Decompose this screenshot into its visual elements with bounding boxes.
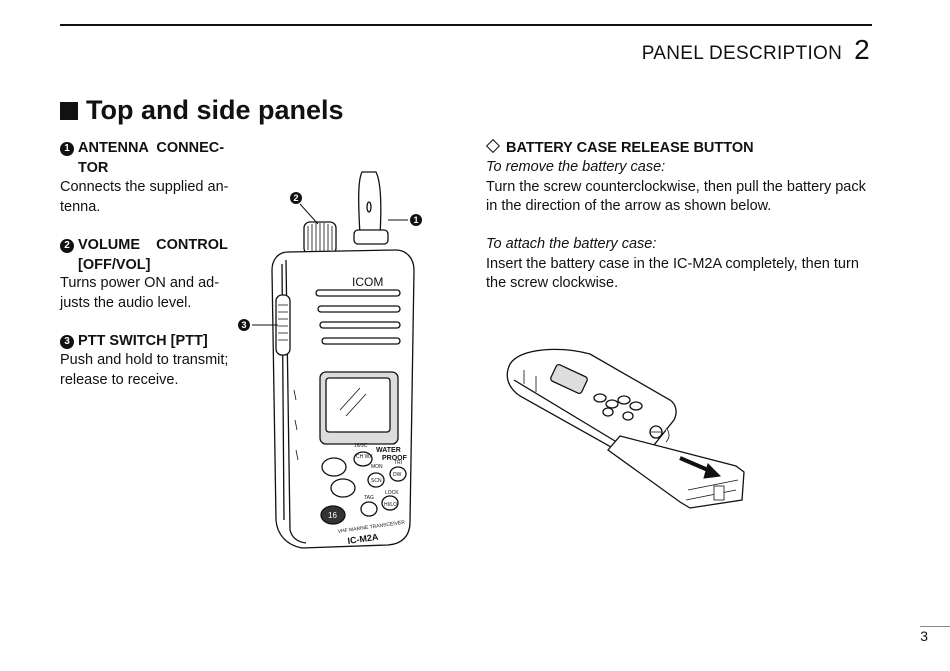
- callout-3: 3: [241, 320, 246, 330]
- circled-3-icon: 3: [60, 335, 74, 349]
- battery-removal-illustration: [506, 348, 745, 509]
- page-header: PANEL DESCRIPTION 2: [642, 34, 870, 66]
- brand-logo: ICOM: [352, 275, 383, 289]
- page-number: 3: [920, 628, 928, 644]
- footer-rule: [920, 626, 950, 627]
- page-title: Top and side panels: [60, 95, 344, 126]
- item-3-body: Push and hold to transmit; release to re…: [60, 352, 229, 388]
- item-2-body: Turns power ON and ad- justs the audio l…: [60, 275, 220, 311]
- radio-front-illustration: 2 1 3 ICOM CH WX 16/9C WATER PROOF MON S…: [238, 171, 422, 549]
- section-title: PANEL DESCRIPTION: [641, 43, 843, 64]
- svg-text:MON: MON: [371, 464, 383, 470]
- svg-text:TRI: TRI: [394, 460, 402, 466]
- square-bullet-icon: [60, 101, 78, 120]
- battery-remove-text: To remove the battery case: Turn the scr…: [486, 159, 866, 214]
- svg-text:DW: DW: [393, 472, 402, 478]
- svg-text:CH WX: CH WX: [356, 454, 373, 460]
- svg-text:SCN: SCN: [371, 478, 382, 484]
- svg-text:TAG: TAG: [364, 495, 374, 501]
- svg-text:WATER: WATER: [376, 447, 401, 454]
- battery-heading: BATTERY CASE RELEASE BUTTON: [485, 138, 754, 158]
- circled-1-icon: 1: [60, 142, 74, 156]
- chapter-number: 2: [854, 34, 870, 65]
- item-1-body: Connects the supplied an- tenna.: [60, 179, 229, 215]
- svg-text:PROOF: PROOF: [382, 455, 408, 462]
- battery-attach-text: To attach the battery case: Insert the b…: [486, 236, 859, 291]
- svg-text:16/9C: 16/9C: [354, 443, 368, 449]
- callout-1: 1: [413, 215, 418, 225]
- circled-2-icon: 2: [60, 239, 74, 253]
- svg-text:LOCK: LOCK: [385, 490, 399, 496]
- callout-2: 2: [293, 193, 298, 203]
- svg-text:IC-M2A: IC-M2A: [347, 532, 380, 546]
- diamond-icon: [485, 138, 501, 154]
- header-rule: [60, 24, 872, 26]
- svg-text:16: 16: [328, 511, 337, 520]
- svg-text:HI/LO: HI/LO: [384, 502, 397, 508]
